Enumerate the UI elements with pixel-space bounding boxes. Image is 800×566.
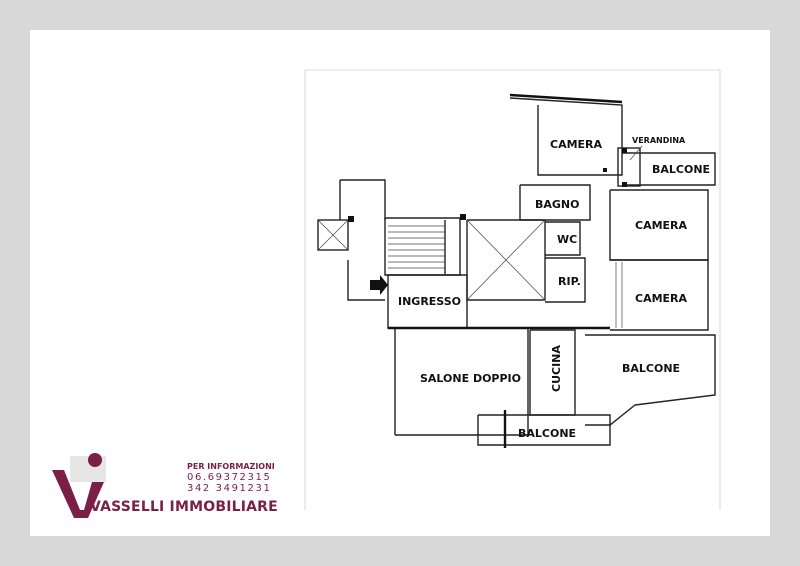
staircase <box>388 220 446 274</box>
label-camera-right: CAMERA <box>635 292 688 305</box>
entrance-arrow <box>370 275 388 295</box>
agency-branding: PER INFORMAZIONI 06.69372315 342 3491231… <box>50 452 280 522</box>
label-verandina: VERANDINA <box>632 136 686 145</box>
phone-2: 342 3491231 <box>187 483 272 494</box>
label-cucina: CUCINA <box>550 345 563 392</box>
label-salone: SALONE DOPPIO <box>420 372 521 385</box>
label-balcone-bottom: BALCONE <box>518 427 576 440</box>
label-ingresso: INGRESSO <box>398 295 461 308</box>
label-balcone-right: BALCONE <box>622 362 680 375</box>
label-camera-top: CAMERA <box>550 138 603 151</box>
phone-1: 06.69372315 <box>187 472 272 483</box>
agency-logo <box>52 453 106 518</box>
floor-plan: CAMERA VERANDINA BALCONE BAGNO CAMERA WC… <box>304 69 721 510</box>
label-balcone-top: BALCONE <box>652 163 710 176</box>
agency-name: VASSELLI IMMOBILIARE <box>90 499 278 515</box>
scan-frame <box>304 69 721 510</box>
label-camera-mid: CAMERA <box>635 219 688 232</box>
label-rip: RIP. <box>558 275 581 288</box>
label-bagno: BAGNO <box>535 198 579 211</box>
contact-info: PER INFORMAZIONI 06.69372315 342 3491231 <box>187 462 275 494</box>
info-label: PER INFORMAZIONI <box>187 462 275 471</box>
label-wc: WC <box>557 233 577 246</box>
walls <box>317 93 716 448</box>
plan-sheet: CAMERA VERANDINA BALCONE BAGNO CAMERA WC… <box>30 30 770 536</box>
